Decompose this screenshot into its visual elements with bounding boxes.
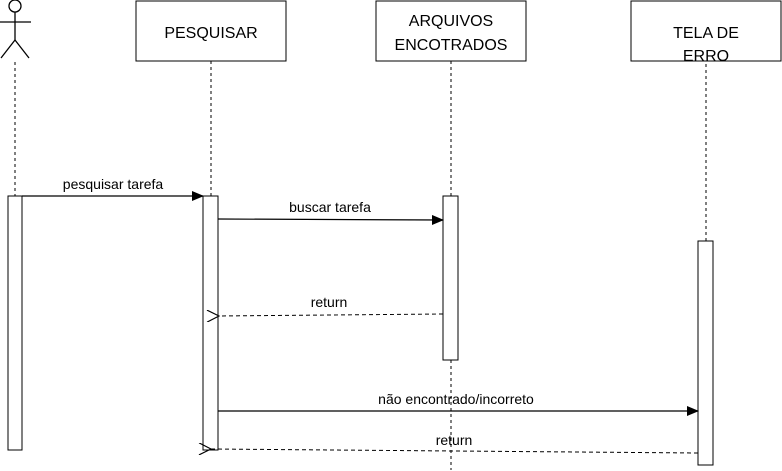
message-label: return [311, 294, 348, 310]
message-return-tela-erro: return [211, 432, 699, 453]
actor-participant [0, 0, 31, 451]
message-buscar-tarefa: buscar tarefa [217, 199, 444, 225]
pesquisar-box [135, 0, 287, 62]
actor-activation [7, 195, 23, 451]
arquivos-activation [442, 195, 459, 361]
message-label: não encontrado/incorreto [378, 391, 534, 407]
message-label: pesquisar tarefa [63, 176, 164, 192]
message-pesquisar-tarefa: pesquisar tarefa [22, 176, 204, 201]
message-return-arquivos: return [219, 294, 444, 316]
message-nao-encontrado: não encontrado/incorreto [218, 391, 699, 416]
tela-erro-participant: TELA DE ERRO [630, 0, 782, 466]
arquivos-label-line2: ENCOTRADOS [395, 37, 508, 54]
message-arrow [211, 449, 699, 453]
arquivos-label-line1: ARQUIVOS [409, 13, 493, 30]
pesquisar-activation [202, 195, 219, 451]
pesquisar-participant: PESQUISAR [135, 0, 287, 451]
message-label: buscar tarefa [289, 199, 371, 215]
arquivos-participant: ARQUIVOS ENCOTRADOS [375, 0, 527, 470]
actor-icon [0, 0, 31, 59]
tela-erro-label-line2: ERRO [683, 48, 729, 65]
tela-erro-label-line1: TELA DE [673, 25, 739, 42]
message-arrow [217, 214, 444, 225]
message-arrow [219, 314, 444, 316]
pesquisar-label: PESQUISAR [164, 25, 257, 42]
message-label: return [436, 432, 473, 448]
tela-erro-activation [697, 240, 714, 466]
tela-erro-box [630, 0, 782, 62]
